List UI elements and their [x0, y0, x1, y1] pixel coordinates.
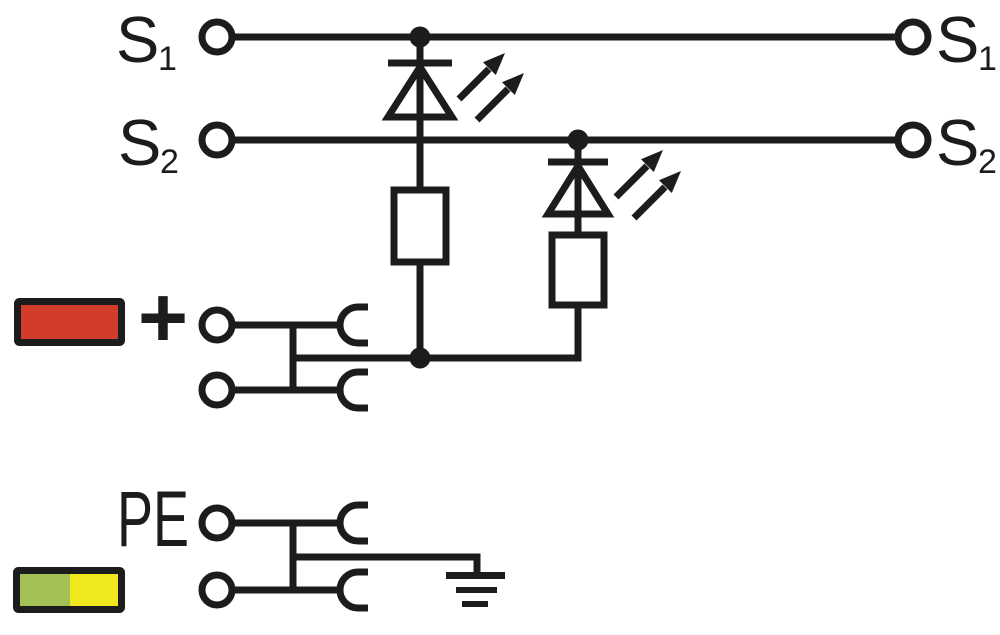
led2-diode-icon	[541, 159, 615, 218]
terminal-s1-right	[894, 18, 932, 56]
label-s1-left-sub: 1	[158, 40, 177, 78]
green-yellow-marking-swatch	[13, 567, 125, 613]
led1-arrow1-head	[483, 53, 505, 75]
terminal-pe-upper	[198, 504, 236, 542]
pe-ground-wire	[293, 553, 481, 574]
terminal-plus-upper	[198, 306, 236, 344]
junction-dot-s2	[567, 129, 589, 151]
label-s2-right: S	[936, 106, 979, 179]
ground-icon	[446, 572, 505, 607]
solid-layer	[409, 26, 681, 607]
led1-arrow1-shaft	[456, 66, 492, 102]
resistor1-icon	[390, 186, 450, 266]
label-layer: S 1 S 2 S 1 S 2 + PE	[116, 3, 997, 563]
resistor2-icon	[548, 231, 608, 309]
terminal-pe-lower	[198, 571, 236, 609]
terminal-s2-left	[198, 121, 236, 159]
terminal-s1-left	[198, 18, 236, 56]
ground-bar-2	[456, 587, 497, 593]
terminal-plus-lower	[198, 371, 236, 409]
wire-layer	[198, 18, 932, 612]
led2-arrow1-shaft	[613, 163, 650, 200]
yellow-marking-half	[70, 571, 121, 609]
marking-layer	[13, 298, 125, 613]
junction-dot-s1	[409, 26, 431, 48]
clamp-contact-icon-pe-lower	[336, 568, 368, 612]
green-marking-half	[17, 571, 70, 609]
junction-dot-bus	[409, 347, 431, 369]
red-marking-swatch	[14, 298, 125, 346]
led1-diode-icon	[381, 60, 459, 121]
led1-arrow2-shaft	[474, 86, 511, 123]
ground-bar-3	[462, 601, 488, 607]
led2-arrow2-shaft	[631, 184, 668, 221]
label-s1-right-sub: 1	[978, 40, 997, 78]
label-plus: +	[138, 270, 188, 366]
green-yellow-marking-border	[13, 567, 125, 613]
led1-arrow2-head	[502, 73, 524, 95]
label-s1-right: S	[936, 3, 979, 76]
clamp-contact-icon-plus-upper	[336, 303, 368, 347]
label-s2-left-sub: 2	[160, 143, 179, 181]
led2-arrow2-head	[659, 171, 681, 193]
clamp-contact-icon-pe-upper	[336, 501, 368, 545]
label-s2-right-sub: 2	[978, 143, 997, 181]
clamp-contact-icon-plus-lower	[336, 368, 368, 412]
label-s2-left: S	[118, 106, 161, 179]
plus-common-bus-wire	[293, 305, 582, 362]
label-s1-left: S	[116, 3, 159, 76]
led2-arrow1-head	[641, 150, 663, 172]
terminal-s2-right	[894, 121, 932, 159]
ground-bar-1	[446, 572, 505, 579]
label-pe: PE	[117, 474, 189, 563]
